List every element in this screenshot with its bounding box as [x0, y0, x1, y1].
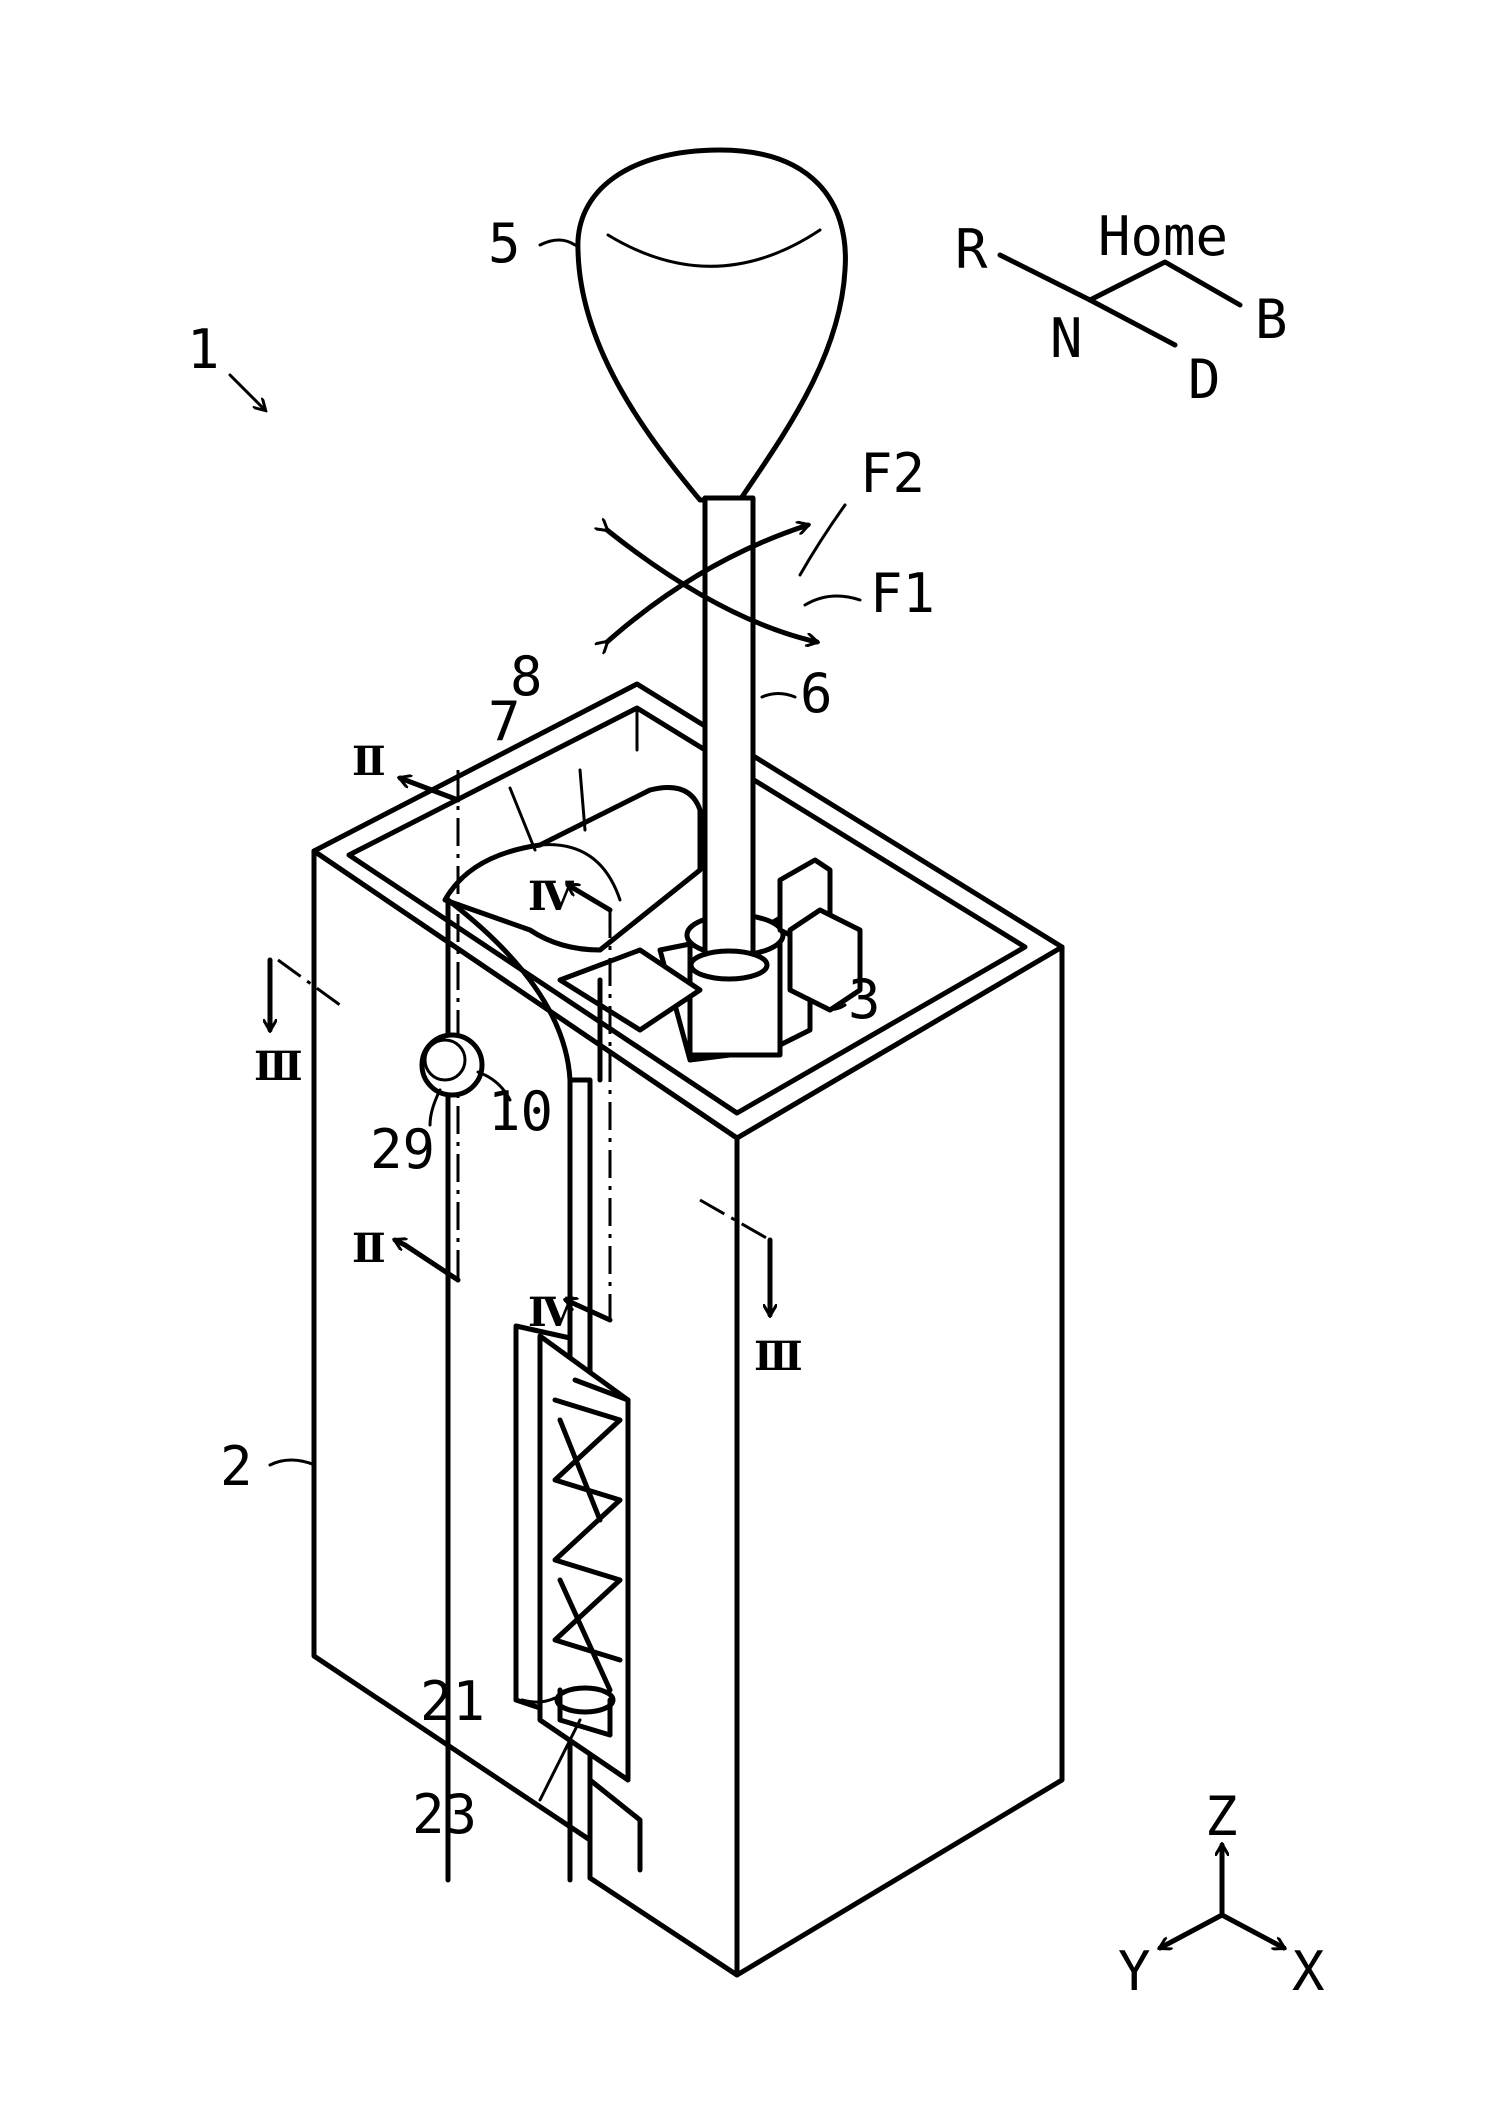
label-part21: 21: [420, 1670, 485, 1733]
button: [422, 1035, 482, 1095]
label-part29: 29: [370, 1118, 435, 1181]
label-device: 1: [187, 318, 220, 381]
section-2-bottom: Ⅱ: [352, 1225, 386, 1272]
section-2-top: Ⅱ: [352, 738, 386, 785]
shift-n: N: [1050, 307, 1083, 370]
shift-b: B: [1255, 288, 1288, 351]
label-part7: 7: [488, 690, 521, 753]
knob: [578, 150, 846, 500]
lever-collar: [691, 951, 767, 979]
axis-x: X: [1292, 1940, 1325, 2003]
label-housing: 2: [220, 1435, 253, 1498]
section-3-left: Ⅲ: [254, 1043, 303, 1090]
axis-z: Z: [1205, 1785, 1238, 1848]
label-knob: 5: [488, 212, 521, 275]
label-shaft-holder: 3: [848, 968, 881, 1031]
shift-r: R: [955, 218, 988, 281]
shift-home: Home: [1098, 205, 1228, 268]
axis-y: Y: [1118, 1940, 1151, 2003]
label-part10: 10: [488, 1080, 553, 1143]
label-f2: F2: [860, 442, 925, 505]
section-3-right: Ⅲ: [754, 1333, 803, 1380]
section-4-top: Ⅳ: [528, 873, 574, 920]
shift-d: D: [1188, 348, 1221, 411]
label-f1: F1: [870, 562, 935, 625]
shift-pattern: [1000, 255, 1240, 345]
label-part23: 23: [412, 1783, 477, 1846]
axes-indicator: [1160, 1845, 1284, 1948]
label-lever: 6: [800, 662, 833, 725]
section-4-bottom: Ⅳ: [528, 1289, 574, 1336]
